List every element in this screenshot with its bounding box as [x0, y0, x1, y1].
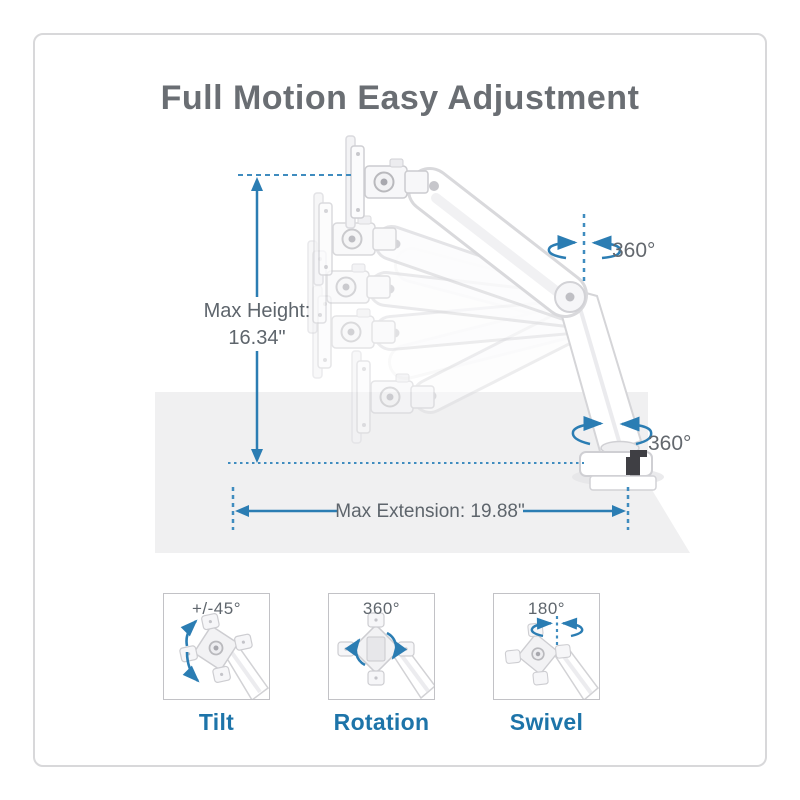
rotation-degree: 360° [362, 599, 401, 618]
swivel-box: 180° [493, 593, 600, 700]
dimension-annotations: Max Height: 16.34" Max Extension: 19.88"… [204, 174, 691, 530]
tilt-degree: +/-45° [191, 599, 242, 618]
rotation-box: 360° [328, 593, 435, 700]
rotation-360-base-icon [571, 416, 653, 446]
swivel-icon [504, 616, 599, 699]
page-title: Full Motion Easy Adjustment [160, 79, 640, 117]
feature-rotation: 360° [328, 593, 435, 736]
rotation-360-top-label: 360° [612, 239, 655, 262]
tilt-icon [179, 613, 269, 699]
rotation-360-top-icon [547, 214, 622, 284]
extension-dimension-arrow [231, 487, 630, 530]
rotation-icon [337, 612, 434, 699]
rotation-360-base-label: 360° [648, 432, 691, 455]
page-border [33, 33, 767, 767]
swivel-degree: 180° [527, 599, 566, 618]
max-extension-label: Max Extension: 19.88" [335, 501, 524, 522]
feature-swivel: 180° [493, 593, 600, 736]
max-height-label: Max Height: [204, 300, 311, 322]
arm-position-main [345, 135, 588, 318]
desk-surface [155, 392, 690, 553]
swivel-label: Swivel [509, 709, 584, 735]
feature-tilt: +/-45° [163, 593, 270, 736]
max-height-value: 16.34" [228, 327, 285, 349]
arm-base-assembly [551, 282, 664, 491]
rotation-label: Rotation [333, 709, 430, 735]
height-dimension-arrow [251, 177, 263, 463]
tilt-box: +/-45° [163, 593, 270, 700]
tilt-label: Tilt [198, 709, 235, 735]
